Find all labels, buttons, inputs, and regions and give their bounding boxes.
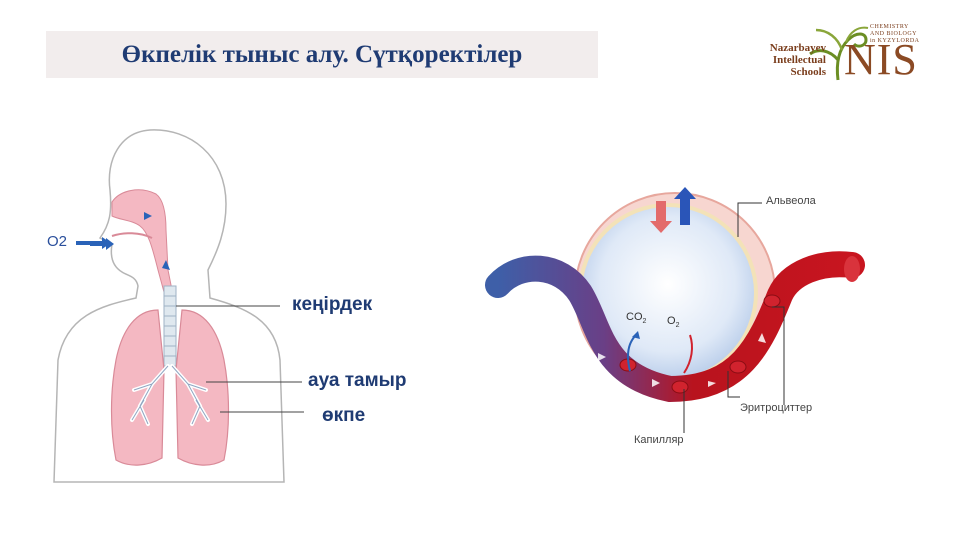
exhale-arrow-icon — [674, 187, 696, 225]
co2-label: CO2 — [626, 311, 647, 326]
inhale-arrow-icon — [650, 201, 672, 233]
capillary-vessel — [485, 251, 865, 403]
lung-label: өкпе — [322, 405, 366, 426]
logo-subtitle: CHEMISTRY AND BIOLOGY in KYZYLORDA — [870, 24, 920, 44]
logo-school-name: Nazarbayev Intellectual Schools — [769, 42, 826, 78]
arrow-right-icon — [76, 237, 111, 249]
o2-alveolus-label: O2 — [667, 315, 680, 330]
erythrocytes-label: Эритроциттер — [740, 402, 813, 414]
leaf-swirl-icon — [809, 26, 869, 81]
o2-inhale-label: O2 — [47, 233, 68, 250]
logo-brand: NIS — [844, 35, 918, 84]
respiratory-system-diagram — [53, 129, 304, 483]
o2-arrow — [683, 334, 693, 374]
trachea-label: кеңірдек — [292, 294, 373, 315]
alveolus-diagram — [485, 187, 865, 433]
bronchi-label: ауа тамыр — [308, 370, 407, 391]
title-bar: Өкпелік тыныс алу. Сүтқоректілер — [46, 31, 598, 78]
vessel-end — [844, 256, 860, 282]
mouth — [111, 232, 153, 239]
capillary-label: Капилляр — [634, 434, 684, 446]
page-title: Өкпелік тыныс алу. Сүтқоректілер — [121, 41, 523, 68]
alveola-label: Альвеола — [766, 195, 816, 207]
nis-logo: Nazarbayev Intellectual Schools CHEMISTR… — [752, 14, 942, 88]
